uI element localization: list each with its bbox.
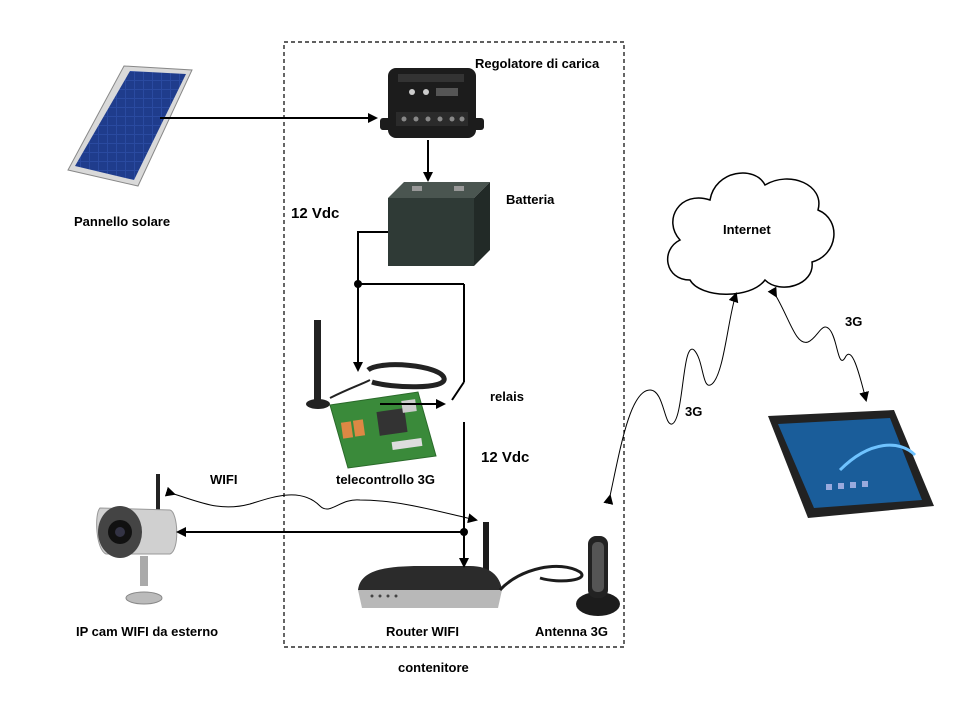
relay-label: relais — [490, 389, 524, 404]
solar-panel-label: Pannello solare — [74, 214, 171, 229]
container-label: contenitore — [398, 660, 469, 675]
antenna-internet-link — [603, 292, 739, 505]
voltage-bottom-label: 12 Vdc — [481, 449, 530, 466]
charge-regulator-icon — [380, 68, 484, 138]
solar-panel-icon — [67, 65, 193, 187]
voltage-top-label: 12 Vdc — [291, 205, 340, 222]
tablet-icon — [768, 410, 934, 518]
ip-cam-label: IP cam WIFI da esterno — [76, 624, 219, 639]
battery-feed-line — [353, 231, 388, 372]
wifi-label: WIFI — [210, 472, 238, 487]
router-label: Router WIFI — [386, 624, 459, 639]
antenna-3g-icon — [576, 536, 620, 616]
antenna-label: Antenna 3G — [535, 624, 608, 639]
internet-label: Internet — [723, 222, 771, 237]
battery-icon — [388, 182, 490, 266]
link-3g-internet-label: 3G — [685, 404, 703, 419]
router-icon — [358, 522, 584, 608]
container-box — [283, 41, 625, 648]
relay-switch-icon — [451, 381, 465, 401]
remote-control-board-icon — [306, 320, 447, 469]
wifi-link — [164, 486, 478, 524]
cloud-icon — [666, 172, 835, 295]
remote-control-label: telecontrollo 3G — [336, 472, 435, 487]
link-3g-tablet-label: 3G — [845, 314, 863, 329]
battery-label: Batteria — [506, 192, 555, 207]
charge-regulator-label: Regolatore di carica — [475, 56, 600, 71]
ip-camera-icon — [96, 474, 178, 605]
internet-tablet-link — [767, 286, 869, 402]
